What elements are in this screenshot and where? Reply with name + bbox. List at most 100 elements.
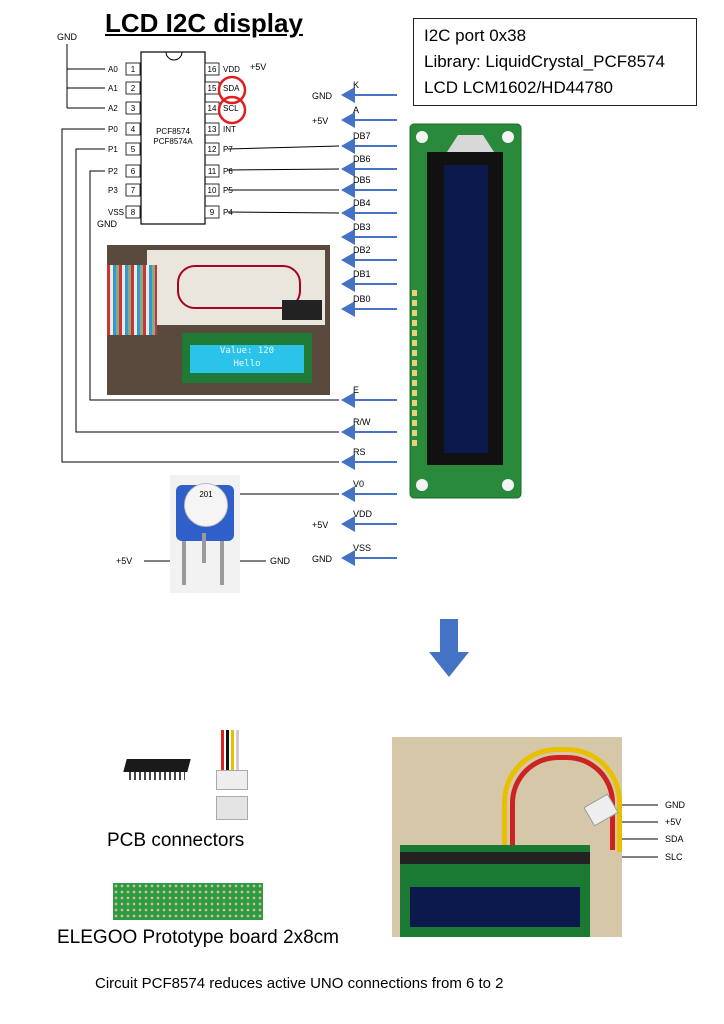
lcd-pad — [412, 320, 417, 326]
chip-pin-box — [204, 205, 220, 219]
lcd-pin-label: DB4 — [353, 198, 371, 208]
chip-pin-number: 14 — [208, 104, 217, 113]
chip-pin-box — [125, 101, 141, 115]
lcd-pin-label: K — [353, 80, 359, 90]
lcd-pad — [412, 390, 417, 396]
lcd-pad — [412, 360, 417, 366]
chip-pin-box — [204, 183, 220, 197]
chip-pin-box — [204, 62, 220, 76]
control-wires — [61, 128, 339, 463]
lcd-pad — [412, 430, 417, 436]
chip-pin-number: 2 — [131, 84, 136, 93]
sda-highlight-circle — [217, 75, 247, 105]
chip-pin-box — [125, 183, 141, 197]
lcd-pad — [412, 420, 417, 426]
chip-pin-box — [125, 122, 141, 136]
chip-pin-number: 12 — [208, 145, 217, 154]
data-wires — [227, 145, 340, 214]
chip-pin-number: 7 — [131, 186, 136, 195]
lcd-pin-label: DB7 — [353, 131, 371, 141]
lcd-pin-label: DB1 — [353, 269, 371, 279]
lcd-pin-supply: +5V — [312, 520, 328, 530]
chip-pin-label: SCL — [223, 104, 239, 113]
chip-pin-box — [125, 142, 141, 156]
chip-pin-number: 8 — [131, 208, 136, 217]
chip-pin-label: A1 — [108, 84, 118, 93]
chip-pin-number: 10 — [208, 186, 217, 195]
lcd-pin-label: A — [353, 105, 359, 115]
address-gnd-wiring — [66, 44, 105, 109]
chip-pin-number: 3 — [131, 104, 136, 113]
chip-pin-box — [125, 205, 141, 219]
chip-pin-label: A2 — [108, 104, 118, 113]
chip-pin-number: 5 — [131, 145, 136, 154]
chip-pin-label: A0 — [108, 65, 118, 74]
chip-pin-number: 11 — [208, 167, 217, 176]
chip-pin-box — [204, 142, 220, 156]
chip-pin-number: 13 — [208, 125, 217, 134]
lcd-pad — [412, 310, 417, 316]
module-pin-gnd: GND — [665, 800, 686, 810]
scl-highlight-circle — [217, 95, 247, 125]
chip-pin-box — [204, 122, 220, 136]
lcd-pad — [412, 340, 417, 346]
plus5v-label: +5V — [250, 62, 266, 72]
prototype-board-image — [113, 883, 263, 920]
pcf8574-chip: PCF8574 PCF8574A — [140, 51, 206, 225]
chip-pin-label: P2 — [108, 167, 118, 176]
lcd-pin-supply: GND — [312, 554, 333, 564]
photo-lcd-line2: Hello — [233, 359, 261, 369]
chip-pin-label: P7 — [223, 145, 233, 154]
i2c-module-photo — [392, 737, 622, 937]
library-text: Library: LiquidCrystal_PCF8574 — [424, 52, 665, 71]
chip-pin-number: 9 — [210, 208, 215, 217]
chip-name-1: PCF8574 — [156, 127, 190, 136]
chip-pin-label: VSS — [108, 208, 124, 217]
chip-pin-label: P6 — [223, 167, 233, 176]
gnd-bottom-label: GND — [97, 219, 118, 229]
chip-pin-label: P0 — [108, 125, 118, 134]
lcd-pin-label: RS — [353, 447, 366, 457]
chip-pin-number: 15 — [208, 84, 217, 93]
lcd-module-drawing — [409, 123, 522, 499]
chip-pin-label: SDA — [223, 84, 240, 93]
lcd-pad — [412, 330, 417, 336]
lcd-pad — [412, 380, 417, 386]
lcd-pin-supply: +5V — [312, 116, 328, 126]
lcd-pin-label: DB2 — [353, 245, 371, 255]
pot-code: 201 — [184, 483, 228, 527]
chip-pin-label: P3 — [108, 186, 118, 195]
lcd-pad — [412, 370, 417, 376]
chip-pin-number: 4 — [131, 125, 136, 134]
lcd-pin-label: R/W — [353, 417, 371, 427]
pot-gnd-label: GND — [270, 556, 291, 566]
chip-pin-label: P1 — [108, 145, 118, 154]
lcd-pad — [412, 350, 417, 356]
jst-connector-image — [213, 730, 249, 820]
lcd-pad — [412, 300, 417, 306]
chip-pin-label: VDD — [223, 65, 240, 74]
gnd-top-label: GND — [57, 32, 78, 42]
breadboard-photo: Value: 120 Hello — [107, 245, 330, 395]
lcd-pad — [412, 440, 417, 446]
lcd-pin-label: DB6 — [353, 154, 371, 164]
pcb-connectors-caption: PCB connectors — [107, 830, 245, 851]
lcd-pad — [412, 410, 417, 416]
chip-pin-box — [204, 164, 220, 178]
lcd-pin-label: DB5 — [353, 175, 371, 185]
page-title: LCD I2C display — [105, 8, 303, 38]
chip-pin-number: 1 — [131, 65, 136, 74]
photo-lcd-line1: Value: 120 — [219, 346, 275, 356]
chip-pin-box — [125, 164, 141, 178]
lcd-pin-label: VDD — [353, 509, 373, 519]
pin-header-image — [123, 757, 191, 780]
pot-plus5v-label: +5V — [116, 556, 132, 566]
i2c-port-text: I2C port 0x38 — [424, 26, 527, 45]
info-box: I2C port 0x38 Library: LiquidCrystal_PCF… — [413, 18, 697, 106]
lcd-pin-supply: GND — [312, 91, 333, 101]
footer-caption: Circuit PCF8574 reduces active UNO conne… — [95, 975, 504, 992]
lcd-pin-label: E — [353, 385, 359, 395]
chip-pin-box — [125, 81, 141, 95]
chip-pin-box — [125, 62, 141, 76]
